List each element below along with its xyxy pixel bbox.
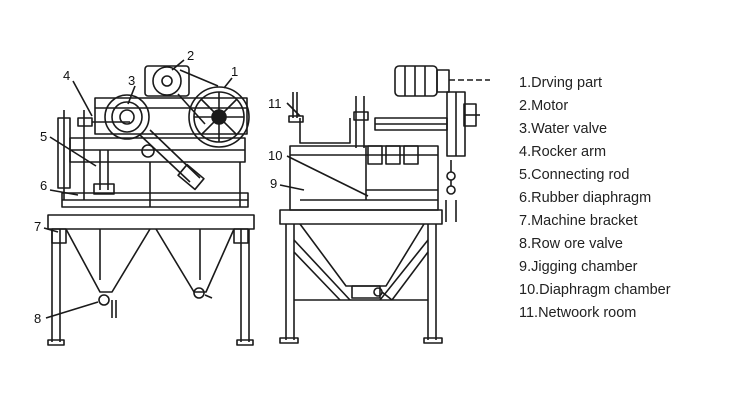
legend-item: 11.Netwoork room (519, 305, 637, 321)
legend-item: 10.Diaphragm chamber (519, 282, 671, 298)
callout-4: 4 (63, 68, 70, 83)
front-view (43, 59, 255, 346)
legend-item: 9.Jigging chamber (519, 259, 638, 275)
callout-7: 7 (34, 219, 41, 234)
legend-item: 2.Motor (519, 98, 569, 114)
side-view (279, 65, 490, 344)
ore-valve-right (193, 287, 205, 299)
side-motor (394, 65, 438, 97)
callout-2: 2 (187, 48, 194, 63)
legend-item: 1.Drving part (519, 75, 603, 91)
legend-item: 4.Rocker arm (519, 144, 607, 160)
callout-3: 3 (128, 73, 135, 88)
eccentric-wheel (104, 94, 150, 140)
callout-11: 11 (268, 96, 282, 111)
legend-item: 8.Row ore valve (519, 236, 623, 252)
legend-item: 6.Rubber diaphragm (519, 190, 652, 206)
legend-item: 3.Water valve (519, 121, 608, 137)
callout-6: 6 (40, 178, 47, 193)
legend-item: 7.Machine bracket (519, 213, 638, 229)
callout-labels: 1 2 3 4 5 6 7 8 11 10 9 (34, 48, 282, 326)
callout-8: 8 (34, 311, 41, 326)
legend-item: 5.Connecting rod (519, 167, 630, 183)
callout-1: 1 (231, 64, 238, 79)
motor-pulley (152, 66, 182, 96)
ore-valve-left (98, 294, 110, 306)
callout-9: 9 (270, 176, 277, 191)
parts-legend: 1.Drving part 2.Motor 3.Water valve 4.Ro… (519, 72, 671, 325)
callout-5: 5 (40, 129, 47, 144)
callout-10: 10 (268, 148, 282, 163)
